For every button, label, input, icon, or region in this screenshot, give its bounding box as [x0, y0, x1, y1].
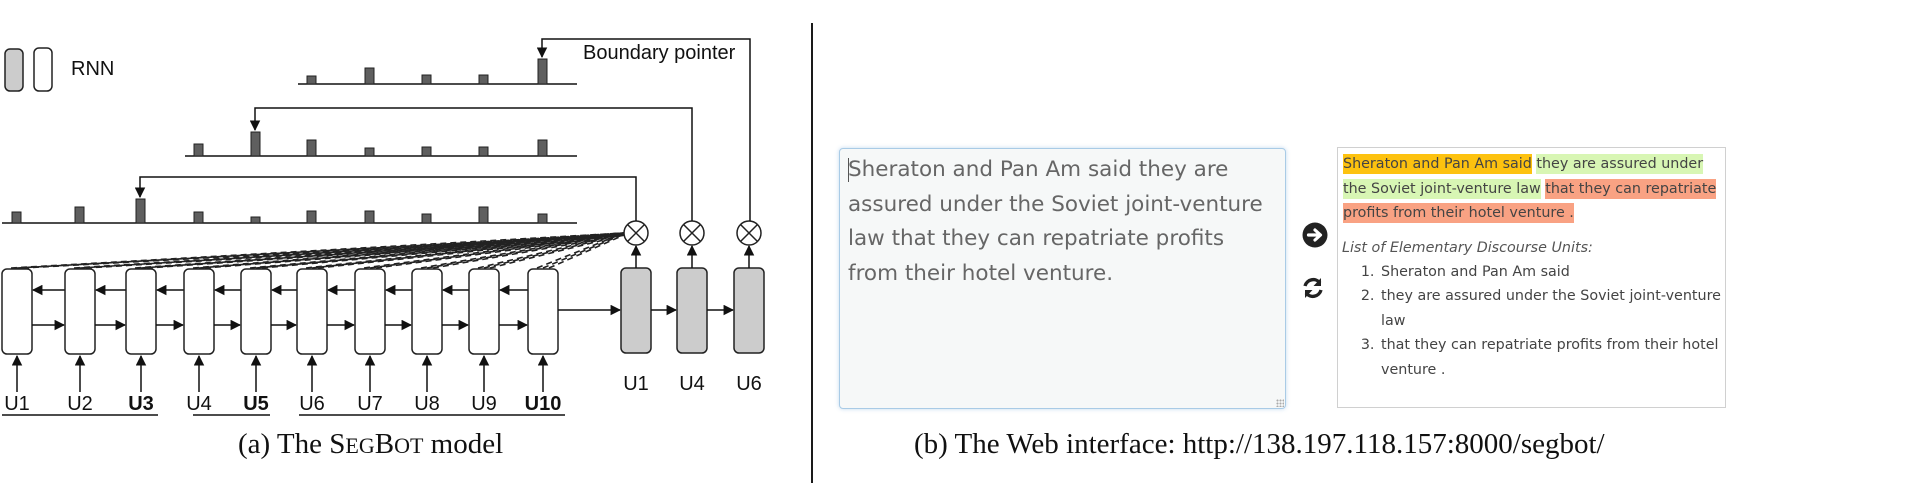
- refresh-icon: [1303, 277, 1323, 299]
- attention-dashed-line: [483, 233, 625, 269]
- decoder-label: U1: [623, 373, 649, 395]
- boundary-pointer-arrow: [134, 176, 637, 221]
- attention-bar: [250, 216, 261, 224]
- caption-b: (b) The Web interface: http://138.197.11…: [914, 428, 1605, 460]
- encoder-rnn-block: [411, 268, 443, 355]
- boundary-pointer-label: Boundary pointer: [583, 42, 736, 64]
- encoder-rnn-block: [183, 268, 215, 355]
- arrow-circle-right-icon: [1302, 222, 1328, 248]
- attention-dashed-line: [317, 234, 625, 269]
- attention-dashed-line: [363, 232, 625, 269]
- attention-bar: [306, 139, 317, 157]
- caption-a: (a) The SEGBOT model: [238, 428, 504, 460]
- encoder-label: U10: [525, 393, 562, 415]
- resize-handle-icon[interactable]: [1276, 399, 1284, 407]
- attention-dashed-line: [477, 232, 625, 269]
- attention-dashed-line: [375, 234, 625, 269]
- attention-bar: [306, 75, 317, 85]
- attention-dashed-line: [432, 234, 625, 269]
- input-textarea[interactable]: [839, 148, 1286, 409]
- decoder-label: U6: [736, 373, 762, 395]
- multiply-icon-stroke: [682, 223, 702, 243]
- attention-bar: [421, 74, 432, 85]
- encoder-label: U5: [243, 393, 269, 415]
- attention-bar: [478, 146, 489, 157]
- encoder-rnn-block: [527, 268, 559, 355]
- encoder-label: U9: [471, 393, 497, 415]
- multiply-icon-stroke: [739, 223, 759, 243]
- encoder-label: U7: [357, 393, 383, 415]
- attention-dashed-line: [542, 233, 625, 269]
- attention-bar: [478, 74, 489, 85]
- attention-bar: [135, 198, 146, 224]
- decoder-rnn-block: [733, 267, 765, 354]
- encoder-label: U2: [67, 393, 93, 415]
- attention-bar: [537, 213, 548, 224]
- attention-dashed-line: [305, 232, 625, 269]
- attention-bar: [364, 210, 375, 224]
- attention-bar: [193, 211, 204, 224]
- attention-dashed-line: [489, 234, 625, 269]
- attention-bar: [364, 67, 375, 85]
- attention-dashed-line: [420, 232, 625, 269]
- attention-bar: [74, 206, 85, 224]
- attention-dashed-line: [249, 232, 625, 269]
- encoder-rnn-block: [125, 268, 157, 355]
- attention-bar: [537, 139, 548, 157]
- attention-bar: [306, 210, 317, 224]
- attention-dashed-line: [192, 232, 625, 269]
- attention-dashed-line: [10, 232, 625, 269]
- encoder-label: U6: [299, 393, 325, 415]
- legend-encoder-rnn-icon: [33, 47, 53, 92]
- boundary-pointer-arrow: [536, 38, 751, 221]
- encoder-rnn-block: [64, 268, 96, 355]
- attention-bar: [478, 206, 489, 224]
- encoder-rnn-block: [468, 268, 500, 355]
- segment-button[interactable]: [1302, 222, 1328, 248]
- encoder-rnn-block: [1, 268, 33, 355]
- decoder-rnn-block: [620, 267, 652, 354]
- encoder-rnn-block: [240, 268, 272, 355]
- edu-item: they are assured under the Soviet joint-…: [1379, 284, 1721, 333]
- encoder-label: U8: [414, 393, 440, 415]
- encoder-label: U3: [128, 393, 154, 415]
- edu-list: Sheraton and Pan Am said they are assure…: [1342, 260, 1721, 383]
- attention-bar: [364, 147, 375, 157]
- attention-bar: [421, 146, 432, 157]
- legend-label: RNN: [71, 58, 114, 80]
- segment-highlight-1: Sheraton and Pan Am said: [1343, 154, 1532, 174]
- panel-divider: [811, 23, 813, 483]
- attention-bar: [11, 211, 22, 224]
- edu-item: Sheraton and Pan Am said: [1379, 260, 1721, 285]
- boundary-pointer-arrow: [249, 107, 693, 221]
- attention-bar: [250, 131, 261, 157]
- decoder-label: U4: [679, 373, 705, 395]
- attention-dashed-line: [204, 234, 625, 269]
- attention-dashed-line: [426, 233, 625, 269]
- reset-button[interactable]: [1300, 275, 1326, 301]
- segmentation-result-panel: Sheraton and Pan Am said they are assure…: [1337, 147, 1726, 408]
- encoder-label: U4: [186, 393, 212, 415]
- encoder-rnn-block: [296, 268, 328, 355]
- attention-bar: [537, 58, 548, 85]
- attention-bar: [421, 213, 432, 224]
- highlighted-segments: Sheraton and Pan Am said they are assure…: [1343, 152, 1721, 226]
- legend-decoder-rnn-icon: [4, 48, 24, 92]
- attention-dashed-line: [536, 232, 625, 269]
- attention-bar: [193, 143, 204, 157]
- multiply-icon-stroke: [626, 223, 646, 243]
- text-caret: [848, 158, 849, 182]
- attention-dashed-line: [548, 234, 625, 269]
- encoder-label: U1: [4, 393, 30, 415]
- attention-dashed-line: [311, 233, 625, 269]
- edu-list-title: List of Elementary Discourse Units:: [1342, 239, 1593, 256]
- edu-item: that they can repatriate profits from th…: [1379, 333, 1721, 382]
- decoder-rnn-block: [676, 267, 708, 354]
- encoder-rnn-block: [354, 268, 386, 355]
